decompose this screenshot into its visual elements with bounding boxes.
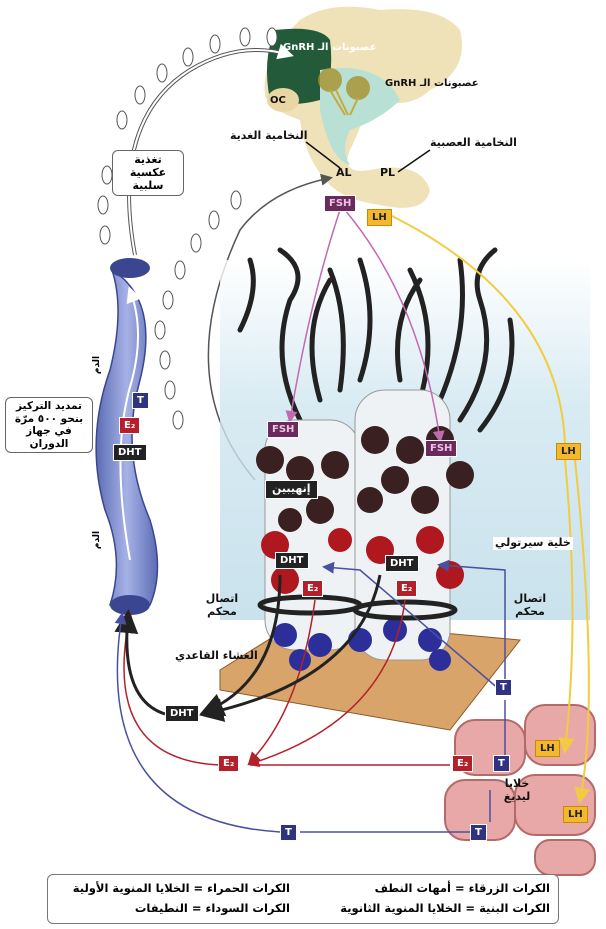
- estradiol-tag-leydig: E₂: [452, 755, 474, 772]
- legend-brown: الكرات البنية = الخلايا المنوية الثانوية: [340, 901, 550, 915]
- hypothalamus-pituitary: [264, 6, 462, 208]
- legend-red: الكرات الحمراء = الخلايا المنوية الأولية: [72, 881, 290, 895]
- testosterone-tag-vessel: T: [132, 392, 149, 409]
- estradiol-tag-tubule-right: E₂: [396, 580, 418, 597]
- anterior-pituitary-label: النخامية الغدية: [230, 129, 308, 142]
- legend: الكرات الزرقاء = أمهات النطف الكرات الحم…: [47, 874, 559, 924]
- blood-label-bottom: الدم: [92, 530, 103, 550]
- lh-tag-middle: LH: [556, 443, 581, 460]
- testosterone-tag-leydig-top: T: [495, 679, 512, 696]
- estradiol-tag-tubule-left: E₂: [302, 580, 324, 597]
- tight-junction-label-left: اتصال محكم: [205, 592, 239, 618]
- leydig-cells-label: خلايا ليديغ: [503, 777, 531, 803]
- feedback-pathway: [97, 27, 333, 481]
- blood-label-top: الدم: [92, 355, 103, 375]
- inhibin-label: إنهيبين: [265, 480, 318, 499]
- legend-blue: الكرات الزرقاء = أمهات النطف: [374, 881, 550, 895]
- testosterone-tag-bottom: T: [280, 824, 297, 841]
- tight-junction-label-right: اتصال محكم: [513, 592, 547, 618]
- posterior-pituitary-label: النخامية العصبية: [430, 136, 517, 149]
- estradiol-tag-vessel: E₂: [119, 417, 141, 434]
- fsh-tag-left: FSH: [267, 421, 300, 438]
- hormone-pathways: [114, 209, 591, 833]
- testosterone-tag-leydig-bottom: T: [470, 824, 487, 841]
- lh-tag-leydig-1: LH: [535, 740, 560, 757]
- lh-tag-leydig-2: LH: [563, 806, 588, 823]
- gnrh-neurons-label: عصبونات الـ GnRH: [283, 42, 377, 53]
- lh-tag-pituitary: LH: [367, 209, 392, 226]
- pl-label: PL: [380, 166, 396, 179]
- blood-vessel: [95, 258, 159, 615]
- dht-tag-bottom: DHT: [165, 705, 199, 722]
- dht-tag-tubule-right: DHT: [385, 555, 419, 572]
- sertoli-cell-label: خلية سيرتولي: [493, 536, 573, 550]
- concentration-dilution-note: تمديد التركيز بنحو ٥٠٠ مرّة في جهاز الدو…: [5, 397, 93, 454]
- al-label: AL: [336, 166, 352, 179]
- fsh-tag-pituitary: FSH: [324, 195, 357, 212]
- testosterone-tag-leydig-mid: T: [493, 755, 510, 772]
- estradiol-tag-bottom: E₂: [218, 755, 240, 772]
- dht-tag-tubule-left: DHT: [275, 552, 309, 569]
- oc-label: OC: [270, 95, 286, 106]
- negative-feedback-label: تغذية عكسية سلبية: [112, 150, 184, 196]
- fsh-tag-right: FSH: [425, 440, 458, 457]
- basement-membrane-label: الغشاء القاعدي: [175, 649, 258, 662]
- dht-tag-vessel: DHT: [113, 444, 147, 461]
- legend-black: الكرات السوداء = النطيفات: [134, 901, 290, 915]
- gnrh-neurons-label-2: عصبونات الـ GnRH: [385, 78, 479, 89]
